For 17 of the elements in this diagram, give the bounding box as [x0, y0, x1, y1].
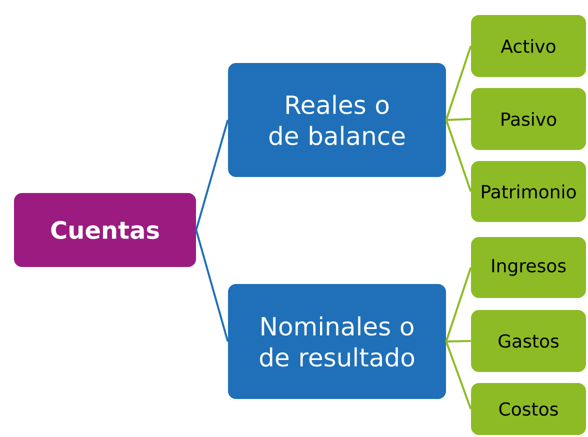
connector-line — [445, 120, 472, 192]
connector-line — [195, 230, 229, 342]
connector-line — [445, 267, 472, 342]
leaf-box: Ingresos — [471, 237, 586, 298]
category-box: Reales o de balance — [228, 63, 446, 177]
connector-line — [195, 120, 229, 230]
category-box: Nominales o de resultado — [228, 284, 446, 399]
leaf-box: Pasivo — [471, 88, 586, 150]
connector-line — [446, 340, 471, 342]
leaf-box: Costos — [471, 383, 586, 435]
connector-line — [445, 341, 472, 410]
leaf-box: Gastos — [471, 310, 586, 372]
connector-line — [445, 46, 472, 120]
leaf-box: Activo — [471, 15, 586, 77]
connector-line — [446, 118, 471, 121]
leaf-box: Patrimonio — [471, 161, 586, 222]
root-box: Cuentas — [14, 193, 196, 267]
